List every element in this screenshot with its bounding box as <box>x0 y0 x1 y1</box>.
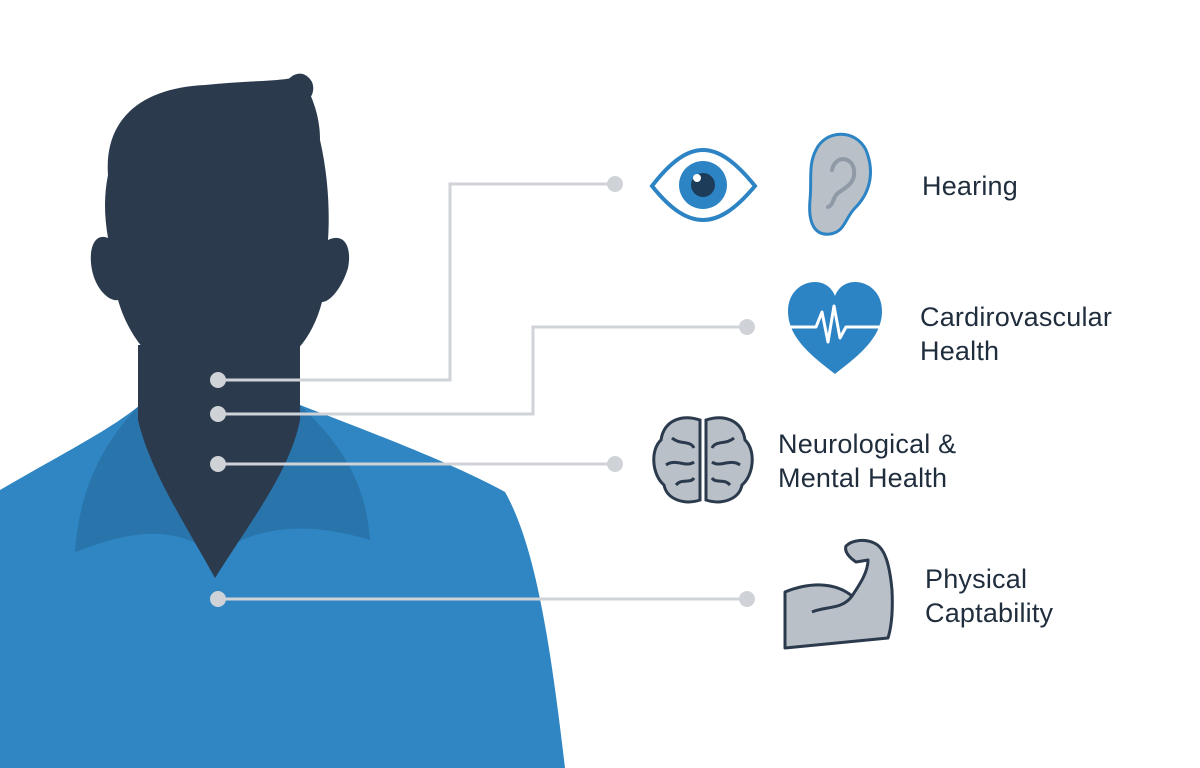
person-silhouette <box>0 73 565 768</box>
label-hearing-text: Hearing <box>922 171 1018 201</box>
label-neuro-line1: Neurological & <box>778 429 957 459</box>
label-neuro: Neurological & Mental Health <box>778 427 956 495</box>
connector-hearing <box>218 182 615 382</box>
dot-cardio-start <box>210 406 226 422</box>
brain-icon <box>652 416 754 504</box>
dot-neuro-start <box>210 456 226 472</box>
ear-icon <box>808 132 872 236</box>
connectors <box>218 182 747 601</box>
dot-physical-start <box>210 591 226 607</box>
eye-icon <box>649 147 758 223</box>
hair-tuft <box>282 73 314 104</box>
heart-icon <box>788 282 882 374</box>
label-cardio-line2: Health <box>920 336 1000 366</box>
connector-cardio <box>218 325 747 416</box>
label-neuro-line2: Mental Health <box>778 463 948 493</box>
dot-hearing-end <box>607 176 623 192</box>
label-physical-line1: Physical <box>925 564 1028 594</box>
dot-hearing-start <box>210 372 226 388</box>
label-physical: Physical Captability <box>925 562 1053 630</box>
connector-dots <box>210 176 755 607</box>
dot-cardio-end <box>739 319 755 335</box>
label-cardio: Cardirovascular Health <box>920 300 1112 368</box>
head <box>90 75 350 384</box>
dot-physical-end <box>739 591 755 607</box>
label-physical-line2: Captability <box>925 598 1054 628</box>
collar-left <box>75 405 215 555</box>
dot-neuro-end <box>607 456 623 472</box>
label-cardio-line1: Cardirovascular <box>920 302 1113 332</box>
flexed-arm-icon <box>783 538 894 650</box>
label-hearing: Hearing <box>922 169 1018 203</box>
